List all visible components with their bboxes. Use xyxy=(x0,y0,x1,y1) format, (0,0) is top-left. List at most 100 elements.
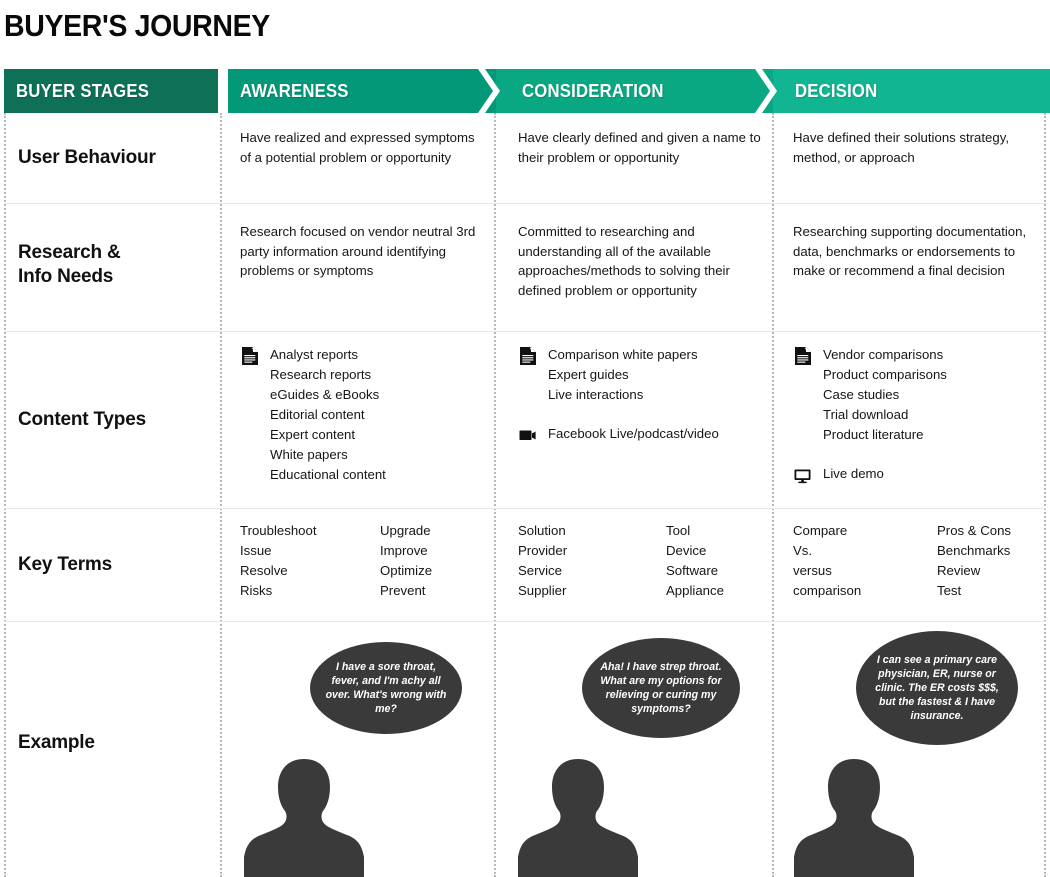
header-label-buyer-stages: BUYER STAGES xyxy=(16,80,150,101)
list-item: Educational content xyxy=(270,467,386,483)
list-item: Analyst reports xyxy=(270,347,358,362)
key-terms-consideration-right: Tool Device Software Appliance xyxy=(666,521,724,601)
cell-user-behaviour-decision: Have defined their solutions strategy, m… xyxy=(793,130,1010,165)
content-group-consideration-video: Facebook Live/podcast/video xyxy=(518,424,768,444)
column-separator-4 xyxy=(1044,113,1046,877)
row-label-key-terms: Key Terms xyxy=(18,554,112,575)
row-label-research-line2: Info Needs xyxy=(18,265,114,287)
content-group-decision-documents: Vendor comparisons Product comparisons C… xyxy=(793,345,1043,445)
row-separator-4 xyxy=(4,621,1046,622)
row-label-content-types: Content Types xyxy=(18,409,146,430)
cell-research-consideration: Committed to researching and understandi… xyxy=(518,224,730,298)
journey-grid: User Behaviour Have realized and express… xyxy=(0,113,1050,877)
example-decision: I can see a primary care physician, ER, … xyxy=(778,627,1046,877)
stage-header-band: BUYER STAGES AWARENESS CONSIDERATION DEC… xyxy=(0,69,1050,113)
speech-bubble-text: I have a sore throat, fever, and I'm ach… xyxy=(325,660,447,716)
list-item: eGuides & eBooks xyxy=(270,387,380,403)
list-item: Compare xyxy=(793,523,848,538)
person-silhouette-icon xyxy=(244,759,364,877)
column-separator-3 xyxy=(772,113,774,877)
header-cell-awareness: AWARENESS xyxy=(228,69,496,113)
row-label-example: Example xyxy=(18,732,95,753)
list-item: Product literature xyxy=(823,427,924,443)
key-terms-awareness: Troubleshoot Issue Resolve Risks Upgrade… xyxy=(240,521,490,611)
cell-user-behaviour-awareness: Have realized and expressed symptoms of … xyxy=(240,130,475,165)
list-item: Prevent xyxy=(380,583,426,599)
row-separator-1 xyxy=(4,203,1046,204)
list-item: Pros & Cons xyxy=(937,523,1012,538)
content-list-consideration: Comparison white papers Expert guides Li… xyxy=(548,345,768,405)
list-item: Expert guides xyxy=(548,367,629,383)
list-item: Review xyxy=(937,563,981,579)
content-list-decision: Vendor comparisons Product comparisons C… xyxy=(823,345,1043,445)
document-icon xyxy=(793,346,813,366)
speech-bubble-text: I can see a primary care physician, ER, … xyxy=(875,653,999,723)
list-item: Facebook Live/podcast/video xyxy=(548,426,719,441)
list-item: Troubleshoot xyxy=(240,523,317,538)
speech-bubble-text: Aha! I have strep throat. What are my op… xyxy=(600,660,722,716)
page-title: BUYER'S JOURNEY xyxy=(4,8,270,43)
column-separator-0 xyxy=(4,113,6,877)
person-silhouette-icon xyxy=(794,759,914,877)
header-label-consideration: CONSIDERATION xyxy=(522,80,664,101)
list-item: comparison xyxy=(793,583,862,599)
cell-user-behaviour-consideration: Have clearly defined and given a name to… xyxy=(518,130,761,165)
list-item: Improve xyxy=(380,543,428,559)
speech-bubble-consideration: Aha! I have strep throat. What are my op… xyxy=(582,638,740,738)
list-item: Upgrade xyxy=(380,523,431,538)
list-item: Trial download xyxy=(823,407,909,423)
header-cell-decision: DECISION xyxy=(773,69,1050,113)
document-icon xyxy=(240,346,260,366)
list-item: Live interactions xyxy=(548,387,644,403)
key-terms-consideration: Solution Provider Service Supplier Tool … xyxy=(518,521,768,611)
list-item: Research reports xyxy=(270,367,372,383)
speech-bubble-awareness: I have a sore throat, fever, and I'm ach… xyxy=(310,642,462,734)
header-cell-buyer-stages: BUYER STAGES xyxy=(4,69,218,113)
video-camera-icon xyxy=(518,425,538,445)
list-item: Expert content xyxy=(270,427,356,443)
column-separator-2 xyxy=(494,113,496,877)
speech-bubble-decision: I can see a primary care physician, ER, … xyxy=(856,631,1018,745)
row-label-user-behaviour: User Behaviour xyxy=(18,147,156,168)
header-label-awareness: AWARENESS xyxy=(240,80,349,101)
list-item: Software xyxy=(666,563,719,579)
list-item: Tool xyxy=(666,523,691,538)
content-group-decision-demo: Live demo xyxy=(793,464,1043,484)
cell-research-decision: Researching supporting documentation, da… xyxy=(793,224,1027,279)
list-item: Live demo xyxy=(823,466,884,481)
row-separator-2 xyxy=(4,331,1046,332)
row-label-research-line1: Research & xyxy=(18,242,121,263)
key-terms-awareness-left: Troubleshoot Issue Resolve Risks xyxy=(240,521,317,601)
list-item: Vs. xyxy=(793,543,813,559)
list-item: Service xyxy=(518,563,562,579)
list-item: Issue xyxy=(240,543,272,559)
monitor-icon xyxy=(793,465,813,485)
list-item: Vendor comparisons xyxy=(823,347,944,362)
list-item: Product comparisons xyxy=(823,367,947,383)
list-item: Case studies xyxy=(823,387,900,403)
example-consideration: Aha! I have strep throat. What are my op… xyxy=(502,627,768,877)
row-label-research-info-needs: Research & Info Needs xyxy=(18,241,121,289)
list-item: Resolve xyxy=(240,563,288,579)
key-terms-decision: Compare Vs. versus comparison Pros & Con… xyxy=(793,521,1048,611)
list-item: Comparison white papers xyxy=(548,347,698,362)
list-item: Device xyxy=(666,543,707,559)
list-item: Editorial content xyxy=(270,407,365,423)
content-group-consideration-documents: Comparison white papers Expert guides Li… xyxy=(518,345,768,405)
content-list-awareness: Analyst reports Research reports eGuides… xyxy=(270,345,490,485)
row-separator-3 xyxy=(4,508,1046,509)
list-item: Appliance xyxy=(666,583,724,599)
key-terms-decision-right: Pros & Cons Benchmarks Review Test xyxy=(937,521,1011,601)
list-item: Provider xyxy=(518,543,568,559)
key-terms-consideration-left: Solution Provider Service Supplier xyxy=(518,521,567,601)
key-terms-decision-left: Compare Vs. versus comparison xyxy=(793,521,861,601)
list-item: Solution xyxy=(518,523,566,538)
document-icon xyxy=(518,346,538,366)
key-terms-awareness-right: Upgrade Improve Optimize Prevent xyxy=(380,521,432,601)
person-silhouette-icon xyxy=(518,759,638,877)
header-label-decision: DECISION xyxy=(795,80,878,101)
header-cell-consideration: CONSIDERATION xyxy=(496,69,773,113)
list-item: Optimize xyxy=(380,563,433,579)
content-group-awareness-documents: Analyst reports Research reports eGuides… xyxy=(240,345,490,485)
